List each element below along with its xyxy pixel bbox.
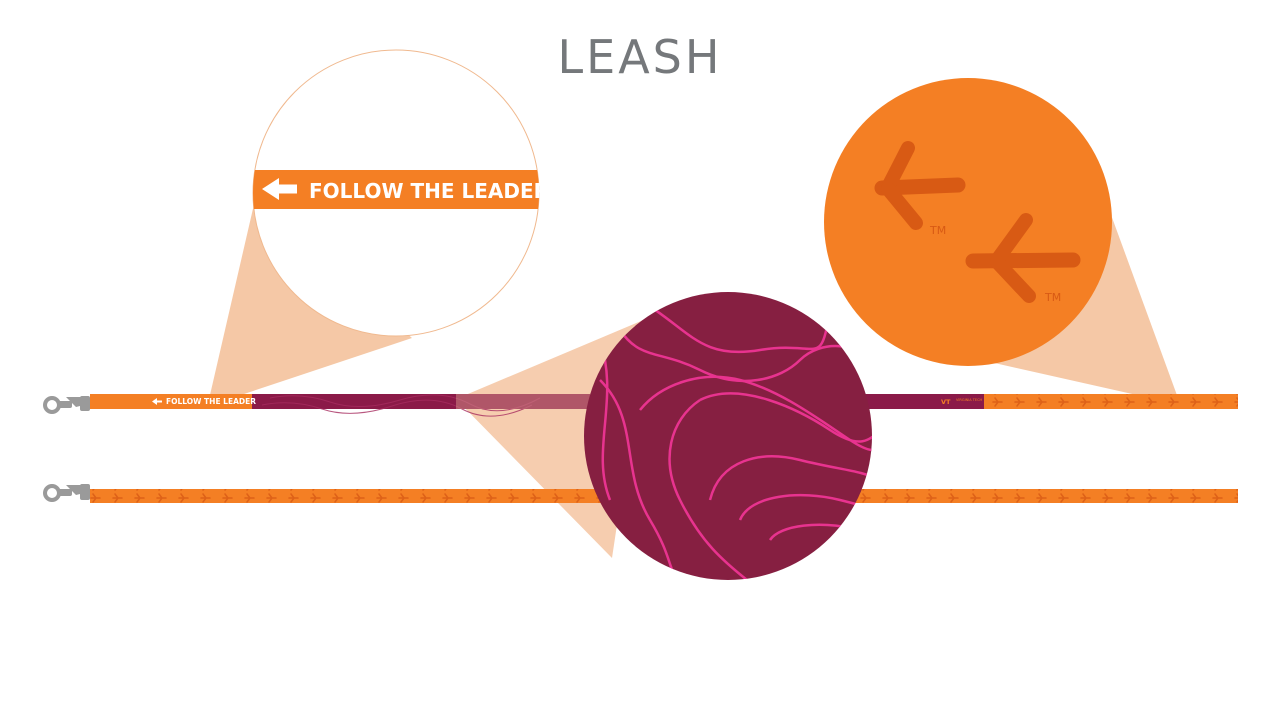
callout-circle-hokie-feet: TM TM (824, 78, 1112, 366)
bird-foot-icon (965, 213, 1081, 303)
banner-text: FOLLOW THE LEADER (309, 179, 549, 203)
vt-logo-text: VIRGINIA TECH (956, 398, 983, 402)
leash-top-maroon-section (252, 394, 590, 409)
page-title: LEASH (557, 30, 723, 84)
trademark-1: TM (929, 224, 946, 237)
arrow-left-icon (262, 178, 279, 200)
vt-logo-icon: VT (941, 398, 951, 406)
leash-top: FOLLOW THE LEADER VT VIRGINIA TECH (43, 394, 1238, 417)
callout-circle-follow-leader: FOLLOW THE LEADER (252, 49, 549, 337)
trademark-2: TM (1044, 291, 1061, 304)
bird-foot-icon (874, 141, 966, 230)
follow-leader-banner (253, 170, 539, 209)
leash-clip-icon (43, 484, 90, 502)
leash-top-orange-section (90, 394, 252, 409)
leash-clip-icon (43, 396, 90, 414)
arrow-left-icon (152, 398, 157, 405)
callout-circle-contour (584, 292, 872, 580)
leash-tag-text: FOLLOW THE LEADER (166, 397, 256, 406)
